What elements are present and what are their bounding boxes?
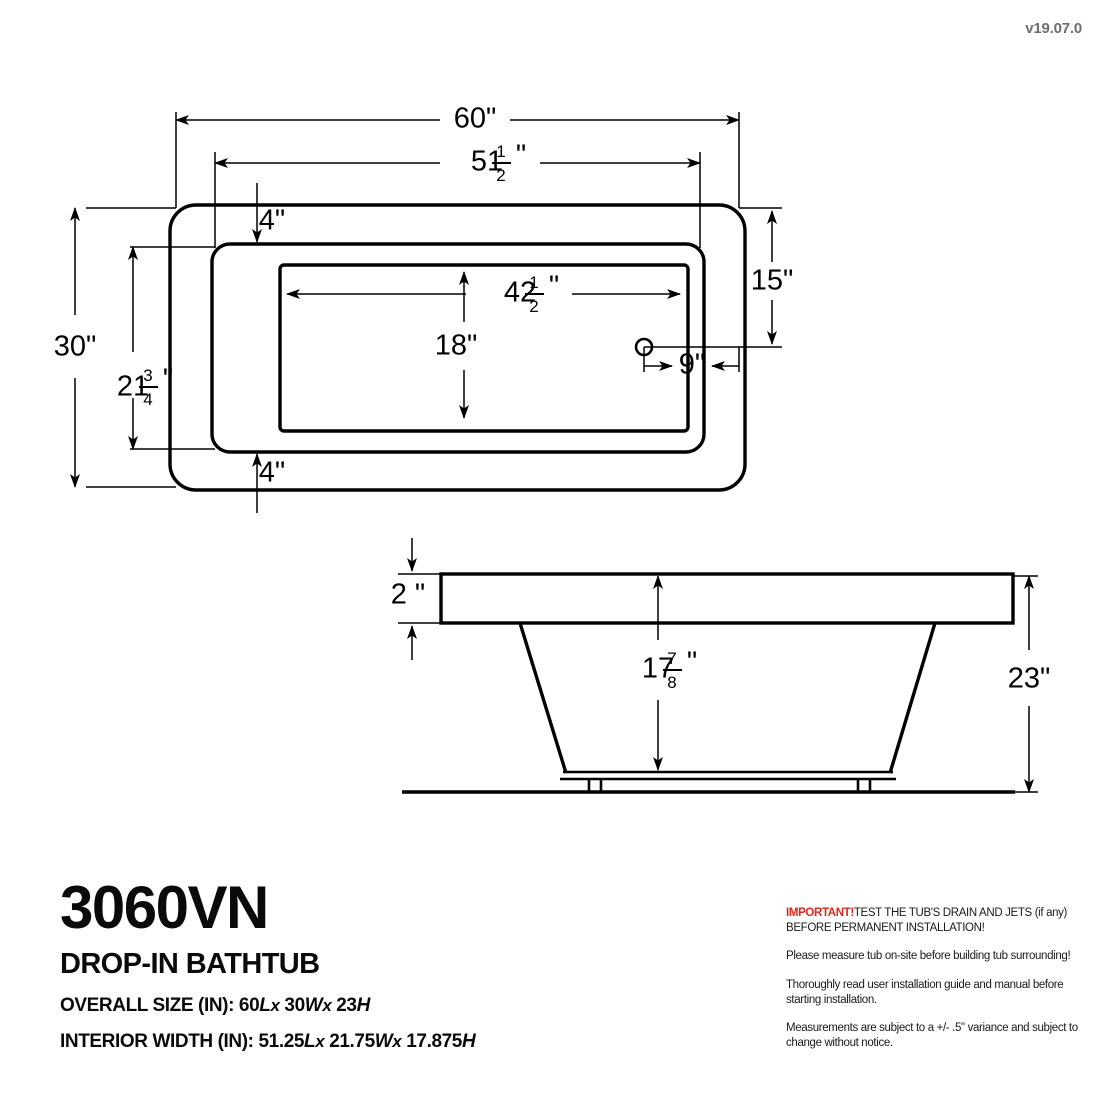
dim-interior-depth-denominator: 8	[667, 673, 676, 692]
dim-rim-inner-length-denominator: 2	[496, 166, 505, 185]
interior-size-length: 51.25	[258, 1031, 305, 1052]
dim-interior-depth-whole: 17	[642, 653, 674, 685]
interior-size-label: INTERIOR WIDTH (IN):	[60, 1031, 254, 1052]
dim-rim-bottom-label: 4"	[259, 457, 285, 489]
interior-size-sep-2: x	[392, 1032, 402, 1051]
dim-rim-top-label: 4"	[259, 205, 285, 237]
dim-interior-depth-unit: "	[687, 647, 697, 679]
dim-interior-depth: 17 7 8 "	[642, 575, 697, 771]
dim-rim-top: 4"	[252, 183, 285, 243]
plan-basin-floor	[278, 263, 690, 433]
overall-size-length-unit: L	[259, 995, 271, 1016]
interior-size-width: 21.75	[329, 1031, 375, 1052]
elevation-right-wall	[888, 622, 937, 774]
dim-overall-height-label: 23"	[1008, 663, 1051, 695]
overall-size-height: 23	[336, 995, 357, 1016]
dim-drain-offset-label: 9"	[679, 349, 705, 381]
interior-size-sep-1: x	[315, 1032, 325, 1051]
note-variance: Measurements are subject to a +/- .5" va…	[786, 1021, 1078, 1050]
elevation-view-geometry	[402, 572, 1015, 794]
note-important: IMPORTANT!TEST THE TUB'S DRAIN AND JETS …	[786, 906, 1086, 936]
note-measure: Please measure tub on-site before buildi…	[786, 950, 1071, 963]
elevation-left-wall	[518, 622, 568, 774]
interior-size-height-unit: H	[461, 1031, 476, 1052]
dim-rim-inner-width-numerator: 3	[143, 366, 152, 385]
overall-size-line: OVERALL SIZE (IN): 60Lx 30Wx 23H	[60, 996, 680, 1015]
dim-basin-width: 18"	[435, 271, 478, 419]
dim-rim-inner-length-whole: 51	[471, 146, 503, 178]
dim-basin-width-label: 18"	[435, 330, 478, 362]
overall-size-length: 60	[238, 995, 260, 1016]
overall-size-label: OVERALL SIZE (IN):	[60, 995, 235, 1016]
dim-overall-width-label: 30"	[54, 331, 97, 363]
dim-rim-inner-length: 51 1 2 "	[214, 140, 701, 185]
dim-rim-inner-length-numerator: 1	[496, 142, 505, 161]
interior-size-length-unit: L	[304, 1031, 316, 1052]
dim-rim-thickness-label: 2 "	[391, 579, 425, 611]
dim-basin-length: 42 1 2 "	[286, 271, 681, 316]
dim-overall-length: 60"	[175, 103, 740, 135]
dim-overall-length-label: 60"	[454, 103, 497, 135]
elevation-rim-slab	[439, 572, 1015, 625]
dim-rim-inner-width-unit: "	[163, 364, 173, 396]
overall-size-sep-2: x	[322, 996, 332, 1015]
elevation-extension-lines	[398, 573, 1038, 793]
dim-rim-inner-width: 21 3 4 "	[117, 246, 173, 450]
product-type: DROP-IN BATHTUB	[60, 948, 320, 980]
dim-basin-length-denominator: 2	[529, 297, 538, 316]
dim-overall-height: 23"	[1008, 575, 1051, 793]
dim-basin-length-numerator: 1	[529, 273, 538, 292]
dim-drain-from-end-label: 15"	[751, 265, 794, 297]
overall-size-sep-1: x	[270, 996, 280, 1015]
dim-rim-inner-width-denominator: 4	[143, 390, 152, 409]
overall-size-width: 30	[284, 995, 305, 1016]
note-read-guide: Thoroughly read user installation guide …	[786, 978, 1064, 1006]
dim-overall-width: 30"	[54, 207, 97, 488]
plan-extension-lines	[86, 112, 782, 488]
important-text: TEST THE TUB'S DRAIN AND JETS (if any) B…	[786, 907, 1068, 935]
overall-size-width-unit: W	[304, 995, 323, 1016]
dim-rim-thickness: 2 "	[391, 538, 425, 660]
dim-basin-length-whole: 42	[504, 277, 536, 309]
installation-notes: IMPORTANT!TEST THE TUB'S DRAIN AND JETS …	[786, 906, 1086, 1051]
interior-size-height: 17.875	[406, 1031, 462, 1052]
dim-rim-inner-length-unit: "	[516, 140, 526, 172]
dim-rim-bottom: 4"	[252, 453, 285, 513]
title-block: 3060VN DROP-IN BATHTUB OVERALL SIZE (IN)…	[60, 874, 680, 1052]
dim-basin-length-unit: "	[549, 271, 559, 303]
overall-size-height-unit: H	[356, 995, 371, 1016]
dim-interior-depth-numerator: 7	[667, 649, 676, 668]
interior-size-width-unit: W	[374, 1031, 393, 1052]
plan-rim-inner-edge	[210, 242, 706, 454]
version-label: v19.07.0	[1025, 20, 1082, 37]
dim-drain-from-end: 15"	[751, 210, 794, 345]
dim-drain-offset: 9"	[643, 347, 740, 381]
interior-size-line: INTERIOR WIDTH (IN): 51.25Lx 21.75Wx 17.…	[60, 1032, 680, 1051]
model-number: 3060VN	[60, 874, 269, 941]
important-tag: IMPORTANT!	[786, 907, 854, 919]
